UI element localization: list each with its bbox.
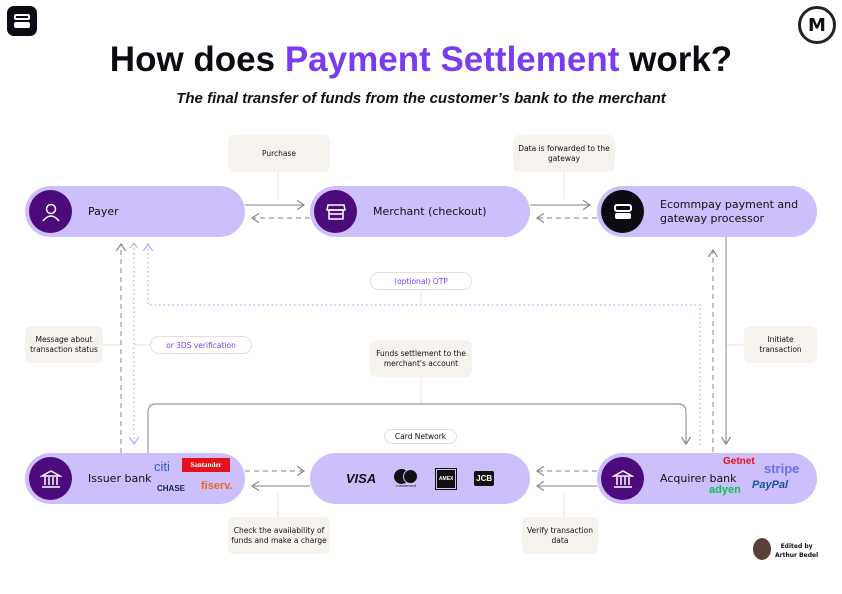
jcb-logo: JCB: [474, 471, 495, 486]
getnet-logo: Getnet: [723, 456, 755, 467]
stripe-logo: stripe: [764, 461, 800, 476]
node-ecommpay: Ecommpay payment and gateway processor: [597, 186, 817, 237]
ecommpay-logo: [7, 6, 37, 36]
tag-card-network: Card Network: [384, 429, 457, 444]
adyen-logo: adyen: [709, 484, 741, 496]
ecommpay-icon: [601, 190, 644, 233]
visa-logo: VISA: [345, 471, 377, 486]
fiserv-logo: fiserv.: [201, 480, 233, 492]
note-check: Check the availability of funds and make…: [228, 517, 330, 554]
paypal-logo: PayPal: [752, 479, 789, 491]
credit: Edited by Arthur Bedel: [775, 543, 819, 559]
node-card-network: VISA mastercard AMEX JCB: [310, 453, 530, 504]
avatar: [753, 538, 771, 560]
chase-logo: CHASE: [157, 484, 186, 493]
page-title: How does Payment Settlement work?: [109, 40, 733, 79]
node-acquirer: Acquirer bank: [597, 453, 817, 504]
mastercard-logo: mastercard: [394, 468, 419, 489]
user-icon: [29, 190, 72, 233]
amex-logo: AMEX: [435, 467, 458, 490]
store-icon: [314, 190, 357, 233]
note-data-forwarded: Data is forwarded to the gateway: [513, 135, 615, 172]
citi-logo: citi: [154, 459, 170, 474]
note-verify: Verify transaction data: [522, 517, 598, 554]
seal-logo: M: [798, 6, 836, 44]
tag-otp: (optional) OTP: [370, 272, 472, 290]
note-purchase: Purchase: [228, 135, 330, 172]
bank-icon: [29, 457, 72, 500]
node-payer: Payer: [25, 186, 245, 237]
santander-logo: Santander: [182, 458, 230, 472]
note-funds: Funds settlement to the merchant's accou…: [370, 340, 472, 377]
tag-3ds: or 3DS verification: [150, 336, 252, 354]
node-merchant: Merchant (checkout): [310, 186, 530, 237]
bank-icon: [601, 457, 644, 500]
subtitle: The final transfer of funds from the cus…: [176, 90, 666, 107]
note-message: Message about transaction status: [25, 326, 103, 363]
note-initiate: Initiate transaction: [744, 326, 817, 363]
